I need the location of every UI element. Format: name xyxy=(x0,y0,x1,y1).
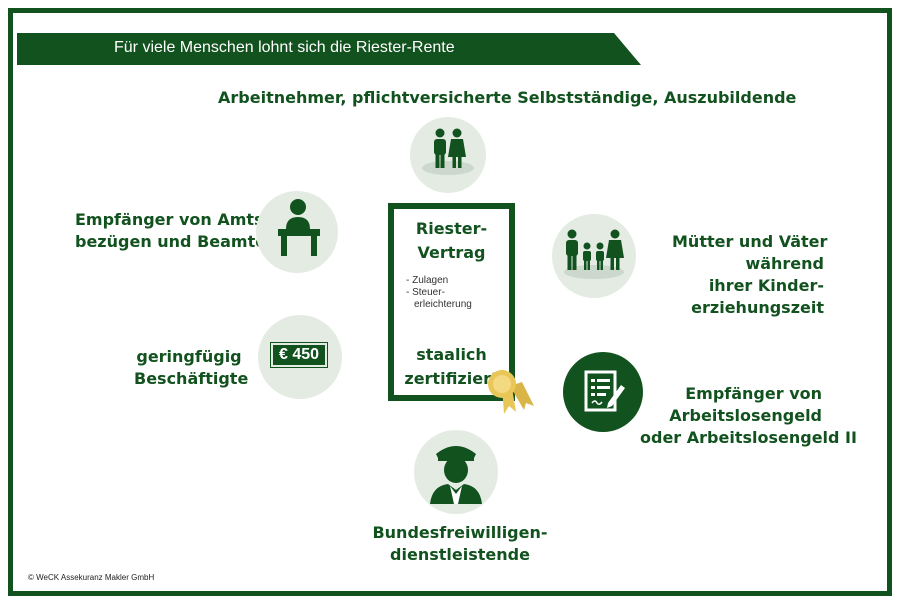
label-volunteers: Bundesfreiwilligen- dienstleistende xyxy=(372,523,548,564)
couple-icon xyxy=(410,117,486,193)
title-banner: Für viele Menschen lohnt sich die Rieste… xyxy=(17,33,641,65)
contract-benefits: - Zulagen - Steuer- erleichterung xyxy=(406,275,472,310)
label-minor-employed: geringfügig Beschäftigte xyxy=(134,347,249,388)
document-pen-icon xyxy=(563,352,643,432)
label-parents: Mütter und Väter während ihrer Kinder- e… xyxy=(672,232,828,317)
seal-icon xyxy=(482,364,538,416)
euro-badge-text: € 450 xyxy=(278,346,320,363)
banner-title: Für viele Menschen lohnt sich die Rieste… xyxy=(114,39,455,56)
euro-badge: € 450 xyxy=(270,342,328,368)
family-icon xyxy=(552,214,636,298)
riester-contract-card: Riester- Vertrag - Zulagen - Steuer- erl… xyxy=(388,203,515,401)
label-unemployed: Empfänger von Arbeitslosengeld oder Arbe… xyxy=(640,384,857,447)
label-employees: Arbeitnehmer, pflichtversicherte Selbsts… xyxy=(218,88,797,107)
copyright: © WeCK Assekuranz Makler GmbH xyxy=(28,573,155,582)
label-officials: Empfänger von Amts- bezügen und Beamte xyxy=(75,210,271,251)
euro-badge-icon: € 450 xyxy=(258,315,342,399)
desk-worker-icon xyxy=(256,191,338,273)
page-frame xyxy=(8,8,892,596)
contract-certified: staalich zertifiziert xyxy=(404,345,499,388)
officer-icon xyxy=(414,430,498,514)
contract-title: Riester- Vertrag xyxy=(415,219,488,262)
